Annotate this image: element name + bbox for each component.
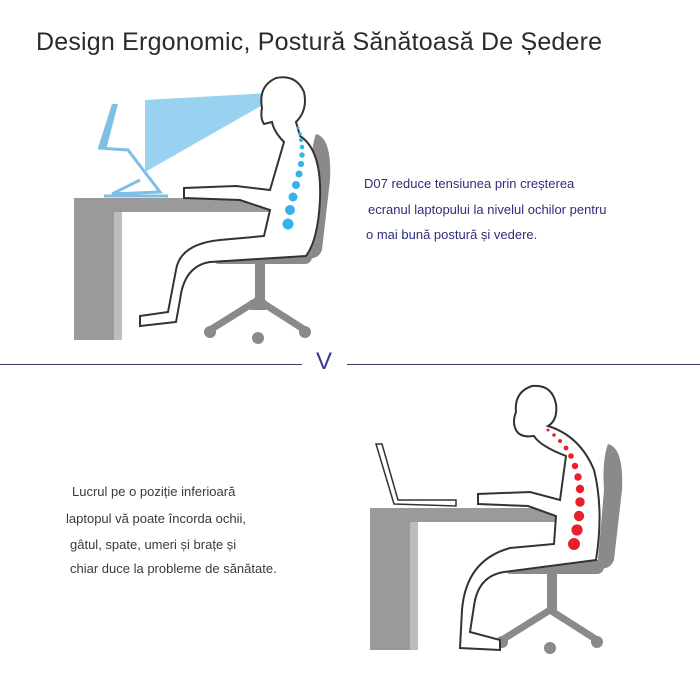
person-bad <box>458 384 601 652</box>
laptop-2 <box>374 443 457 507</box>
bad-text-line-2: laptopul vă poate încorda ochii, <box>66 511 246 526</box>
good-posture-scene <box>74 76 331 344</box>
good-text-line-1: D07 reduce tensiunea prin creșterea <box>364 176 575 191</box>
desk-top <box>74 198 274 212</box>
person-good <box>139 76 322 328</box>
desk-leg-inner-2 <box>410 522 418 650</box>
comparison-mark: V <box>316 348 333 375</box>
bad-posture-scene <box>370 384 623 654</box>
good-text-line-2: ecranul laptopului la nivelul ochilor pe… <box>368 202 607 217</box>
desk-leg-2 <box>370 522 410 650</box>
divider-right <box>347 364 700 365</box>
bad-text-line-3: gâtul, spate, umeri și brațe și <box>70 537 237 552</box>
desk-top-2 <box>370 508 570 522</box>
view-cone <box>145 93 270 172</box>
divider-left <box>0 364 302 365</box>
bad-text-line-1: Lucrul pe o poziție inferioară <box>72 484 236 499</box>
page-title: Design Ergonomic, Postură Sănătoasă De Ș… <box>36 28 603 56</box>
desk-leg <box>74 212 114 340</box>
spine-bad <box>546 428 585 550</box>
spine-good <box>282 126 305 230</box>
desk-leg-inner <box>114 212 122 340</box>
laptop-screen <box>98 104 118 150</box>
good-text-line-3: o mai bună postură și vedere. <box>366 227 538 242</box>
laptop-stand <box>97 146 168 198</box>
bad-text-line-4: chiar duce la probleme de sănătate. <box>70 561 277 576</box>
